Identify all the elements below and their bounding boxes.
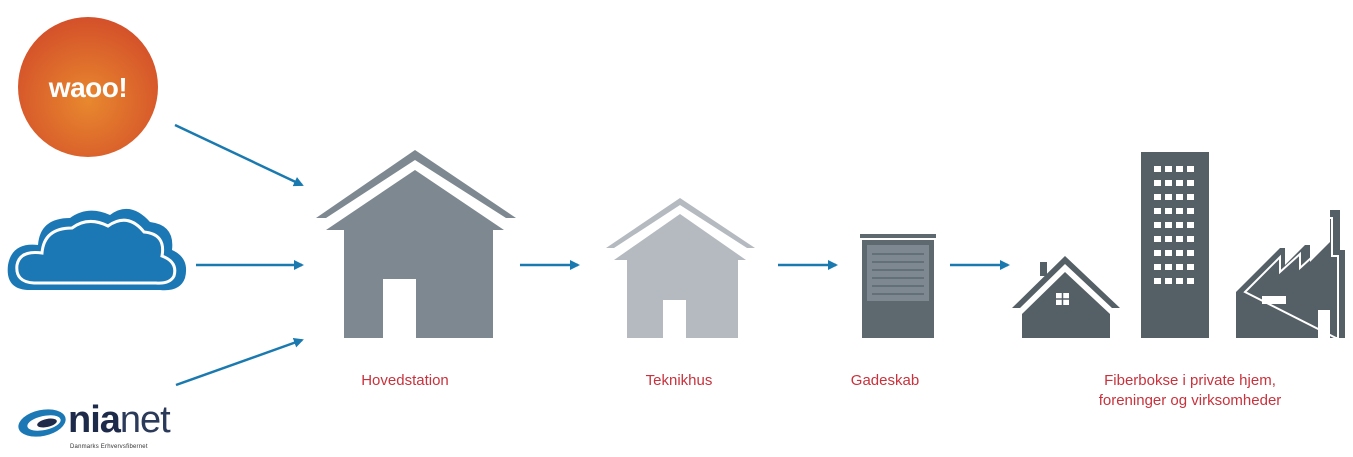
tower-window xyxy=(1176,278,1183,284)
tower-window xyxy=(1154,264,1161,270)
nianet-logo-icon xyxy=(18,409,66,437)
tower-window xyxy=(1187,236,1194,242)
tower-window xyxy=(1176,250,1183,256)
arrow-waoo-to-hovedstation xyxy=(174,123,304,187)
tower-window xyxy=(1165,180,1172,186)
tower-window xyxy=(1187,250,1194,256)
fiberbokse-label: Fiberbokse i private hjem, foreninger og… xyxy=(1040,371,1340,411)
hovedstation-label: Hovedstation xyxy=(361,372,449,389)
gadeskab-cabinet-icon xyxy=(860,234,936,338)
tower-window xyxy=(1187,222,1194,228)
tower-window xyxy=(1154,236,1161,242)
factory-icon xyxy=(1236,210,1345,339)
gadeskab-label: Gadeskab xyxy=(850,372,920,389)
nianet-tagline: Danmarks Erhvervsfibernet xyxy=(70,444,148,450)
tower-window xyxy=(1165,278,1172,284)
cloud-icon xyxy=(7,208,187,291)
fiberbokse-label-line2: foreninger og virksomheder xyxy=(1098,392,1282,409)
tower-window xyxy=(1154,250,1161,256)
tower-window xyxy=(1187,166,1194,172)
tower-window xyxy=(1165,236,1172,242)
tower-window xyxy=(1154,222,1161,228)
tower-window xyxy=(1165,208,1172,214)
teknikhus-house-icon xyxy=(606,198,755,338)
tower-window xyxy=(1176,166,1183,172)
tower-window xyxy=(1176,264,1183,270)
nianet-logo-bold: nia xyxy=(68,399,121,441)
tower-window xyxy=(1154,166,1161,172)
private-home-icon xyxy=(1012,256,1120,338)
tower-window xyxy=(1187,264,1194,270)
office-tower-icon xyxy=(1141,152,1209,338)
nianet-logo-light: net xyxy=(119,399,171,441)
tower-window xyxy=(1165,222,1172,228)
tower-window xyxy=(1154,180,1161,186)
tower-window xyxy=(1165,250,1172,256)
arrow-nianet-to-hovedstation xyxy=(175,337,304,387)
tower-window xyxy=(1176,222,1183,228)
waoo-logo-icon xyxy=(18,17,158,157)
waoo-logo-text: waoo! xyxy=(48,72,128,103)
hovedstation-house-icon xyxy=(316,150,516,338)
tower-window xyxy=(1154,208,1161,214)
tower-window xyxy=(1176,180,1183,186)
tower-window xyxy=(1187,180,1194,186)
tower-window xyxy=(1154,278,1161,284)
tower-window xyxy=(1187,278,1194,284)
tower-window xyxy=(1165,264,1172,270)
tower-window xyxy=(1176,236,1183,242)
tower-window xyxy=(1187,194,1194,200)
tower-window xyxy=(1154,194,1161,200)
tower-window xyxy=(1176,194,1183,200)
tower-window xyxy=(1176,208,1183,214)
teknikhus-label: Teknikhus xyxy=(645,372,713,389)
fiberbokse-label-line1: Fiberbokse i private hjem, xyxy=(1104,372,1276,389)
tower-window xyxy=(1165,166,1172,172)
tower-window xyxy=(1165,194,1172,200)
nianet-logo-text: nianet xyxy=(68,399,171,441)
tower-window xyxy=(1187,208,1194,214)
